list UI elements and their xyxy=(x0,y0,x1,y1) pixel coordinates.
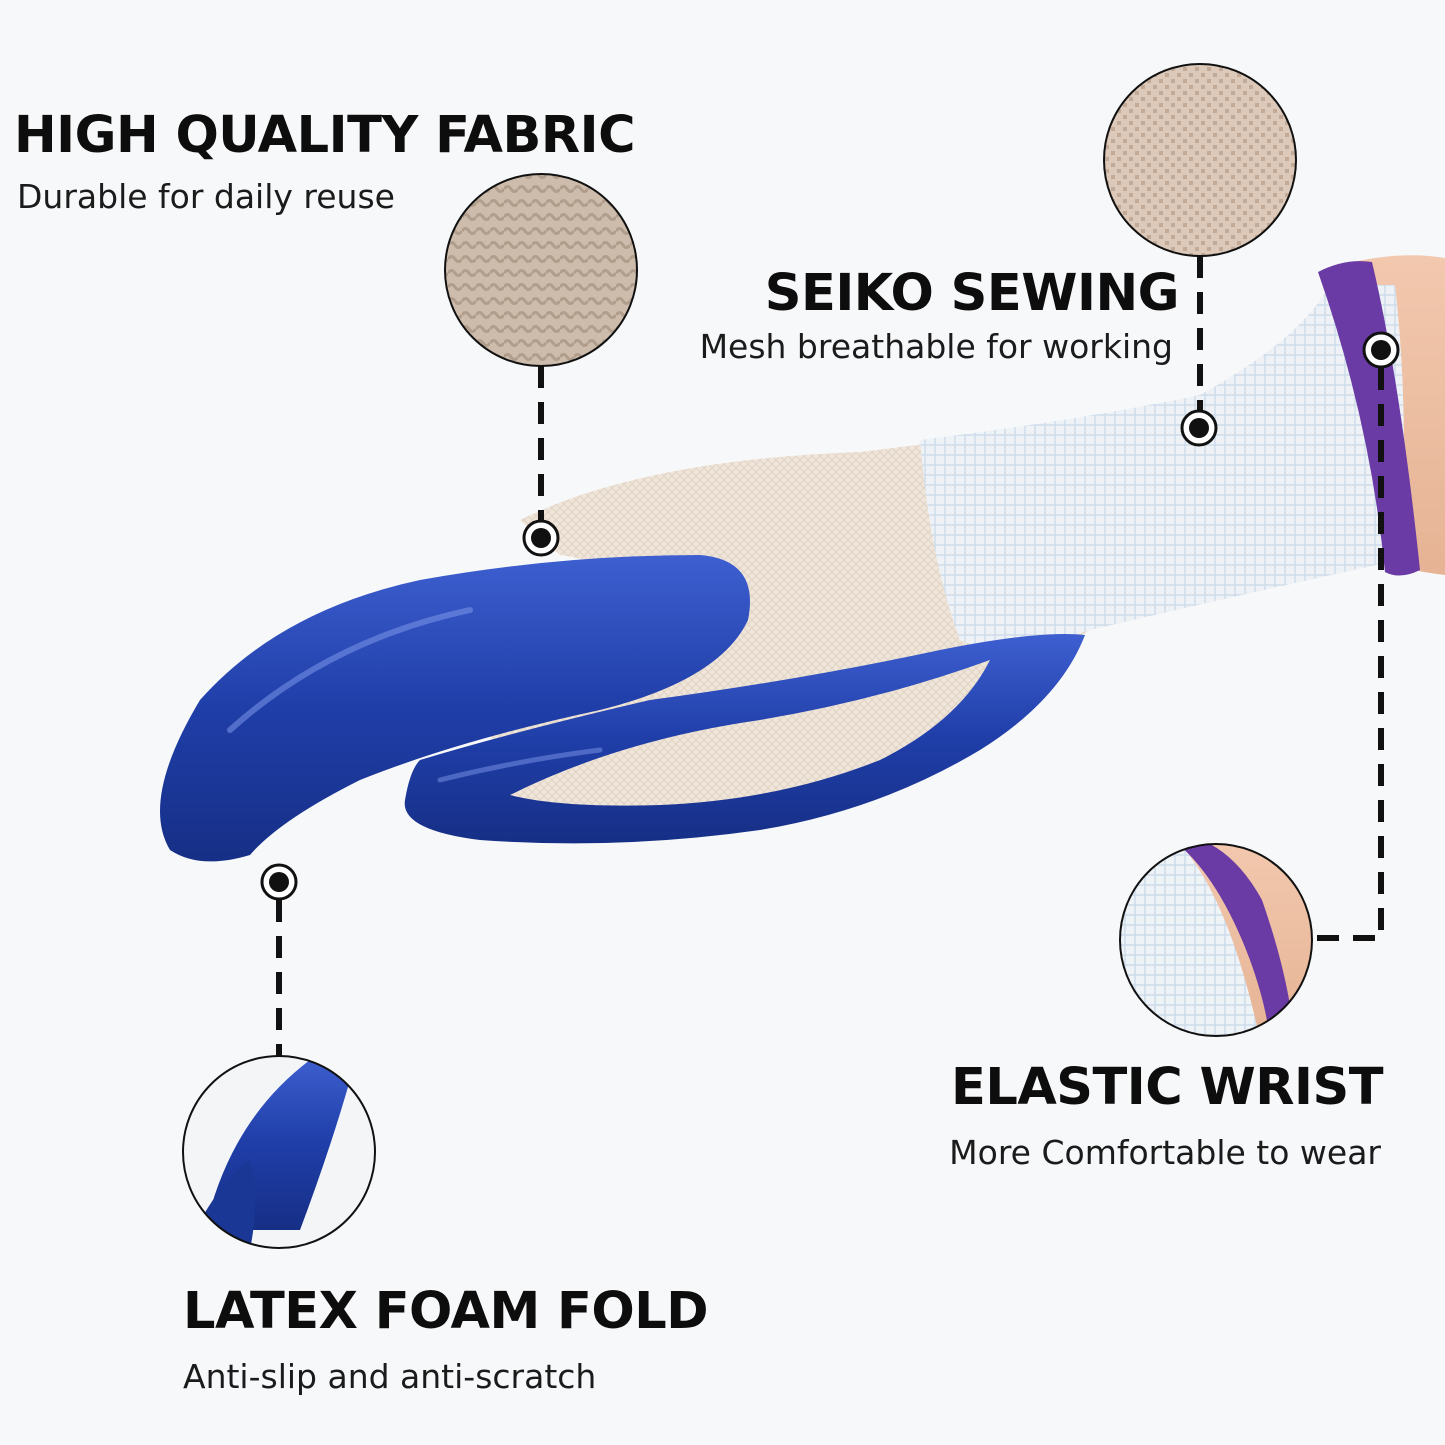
glove-cuff-mesh xyxy=(920,285,1404,648)
wrist-zoom-circle xyxy=(1119,843,1313,1037)
latex-title: LATEX FOAM FOLD xyxy=(183,1282,709,1341)
wrist-subtitle: More Comfortable to wear xyxy=(949,1133,1381,1172)
wrist-title: ELASTIC WRIST xyxy=(950,1058,1384,1117)
glove-elastic-cuff xyxy=(1318,261,1420,576)
fabric-zoom-circle xyxy=(444,173,638,367)
coated-finger-outer xyxy=(160,555,750,862)
fabric-title: HIGH QUALITY FABRIC xyxy=(14,106,636,165)
latex-zoom-circle xyxy=(182,1055,376,1249)
sewing-subtitle: Mesh breathable for working xyxy=(699,327,1173,366)
sewing-zoom-circle xyxy=(1103,63,1297,257)
fabric-subtitle: Durable for daily reuse xyxy=(17,177,395,216)
palm-knit xyxy=(510,660,990,806)
sewing-title: SEIKO SEWING xyxy=(764,264,1180,323)
latex-subtitle: Anti-slip and anti-scratch xyxy=(183,1357,597,1396)
